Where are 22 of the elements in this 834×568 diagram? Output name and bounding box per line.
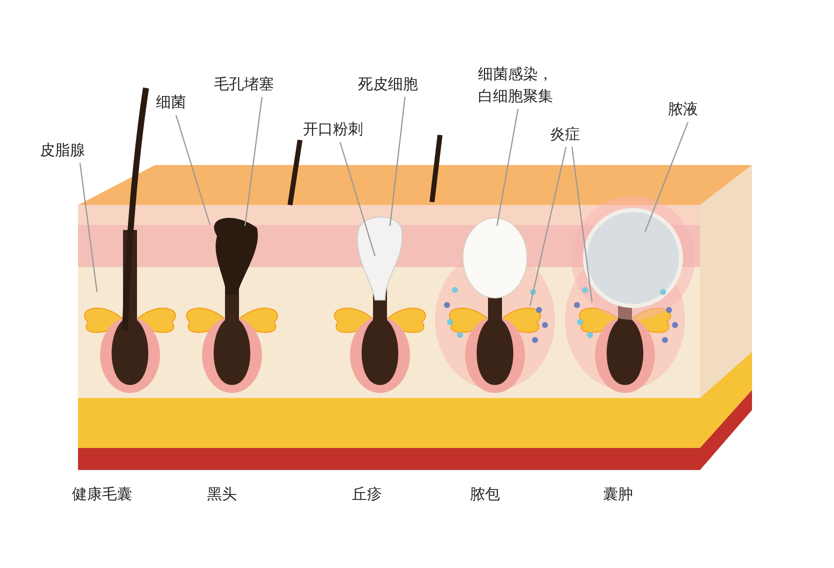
callout-label: 脓液 bbox=[668, 99, 708, 121]
leader-line bbox=[79, 162, 98, 292]
leader-line bbox=[496, 108, 519, 226]
leader-line bbox=[244, 96, 263, 226]
callout-label: 死皮细胞 bbox=[358, 74, 448, 96]
callout-label: 皮脂腺 bbox=[40, 140, 100, 162]
leader-line bbox=[389, 96, 406, 226]
callout-label: 开口粉刺 bbox=[303, 119, 393, 141]
leader-line bbox=[571, 146, 593, 302]
leader-line bbox=[644, 122, 689, 232]
stage-label: 丘疹 bbox=[352, 485, 382, 504]
stage-label: 健康毛囊 bbox=[72, 485, 132, 504]
callout-label: 炎症 bbox=[550, 124, 590, 146]
callout-label: 细菌 bbox=[156, 92, 196, 114]
leader-line bbox=[529, 146, 567, 306]
stage-label: 黑头 bbox=[207, 485, 237, 504]
callout-label: 细菌感染，白细胞聚集 bbox=[478, 64, 560, 108]
stage-label: 脓包 bbox=[470, 485, 500, 504]
stage-label: 囊肿 bbox=[603, 485, 633, 504]
callout-label: 毛孔堵塞 bbox=[214, 74, 304, 96]
leader-line bbox=[175, 114, 211, 226]
leader-line bbox=[339, 142, 376, 256]
